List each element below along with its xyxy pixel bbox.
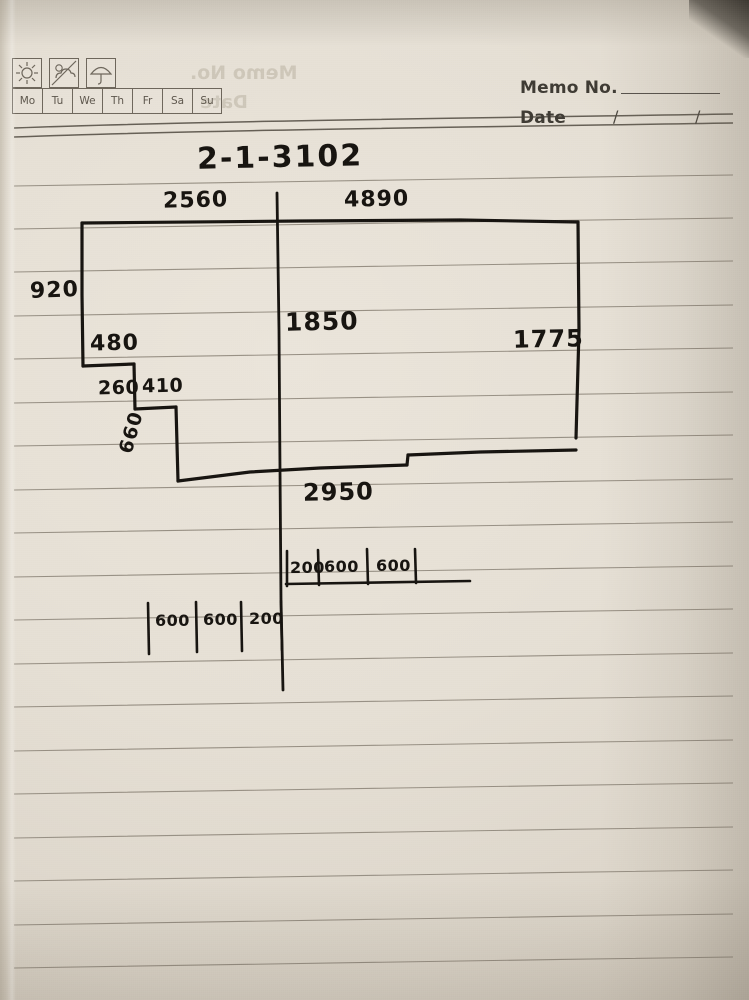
- top-left-dimension: 2560: [162, 187, 229, 214]
- paper-bottom-shadow: [0, 880, 749, 1000]
- day-cell-th[interactable]: Th: [102, 88, 132, 114]
- lower-scale-label-1: 600: [203, 610, 238, 629]
- date-separator-2: /: [695, 107, 701, 126]
- day-cell-tu[interactable]: Tu: [42, 88, 72, 114]
- sketch-title: 2-1-3102: [196, 138, 364, 177]
- left-dimension-480: 480: [89, 330, 140, 357]
- top-right-dimension: 4890: [343, 186, 410, 213]
- memo-no-input[interactable]: [620, 92, 720, 94]
- date-separator-1: /: [613, 107, 619, 126]
- lower-scale-label-0: 600: [155, 611, 190, 630]
- sun-icon: [12, 58, 42, 88]
- right-dimension-1775: 1775: [512, 324, 585, 354]
- left-dimension-260: 260: [97, 376, 140, 400]
- day-cell-mo[interactable]: Mo: [12, 88, 42, 114]
- lower-scale-label-2: 200: [249, 609, 284, 628]
- day-cell-we[interactable]: We: [72, 88, 102, 114]
- paper-left-binding-edge: [0, 0, 16, 1000]
- weather-icon-row: [12, 58, 116, 88]
- date-label: Date: [520, 108, 567, 128]
- memo-no-row: Memo No.: [520, 68, 720, 98]
- paper-top-right-corner-shadow: [689, 0, 749, 58]
- bottom-dimension-2950: 2950: [302, 477, 375, 507]
- day-cell-fr[interactable]: Fr: [132, 88, 162, 114]
- memo-header-block: Memo No. Date / /: [520, 68, 720, 128]
- day-cell-sa[interactable]: Sa: [162, 88, 192, 114]
- left-dimension-920: 920: [29, 276, 80, 305]
- upper-scale-label-1: 600: [324, 557, 359, 576]
- date-row: Date / /: [520, 98, 720, 128]
- memo-no-label: Memo No.: [520, 78, 618, 98]
- day-of-week-row: Mo Tu We Th Fr Sa Su: [12, 88, 222, 114]
- upper-scale-label-2: 600: [376, 556, 411, 575]
- paper-right-shadow: [599, 0, 749, 1000]
- umbrella-rain-icon: [86, 58, 116, 88]
- paper-top-shadow: [0, 0, 749, 46]
- cloud-sun-icon: [49, 58, 79, 88]
- center-dimension-1850: 1850: [284, 306, 359, 337]
- upper-scale-label-0: 200: [290, 558, 325, 577]
- left-dimension-410: 410: [141, 374, 184, 398]
- day-cell-su[interactable]: Su: [192, 88, 222, 114]
